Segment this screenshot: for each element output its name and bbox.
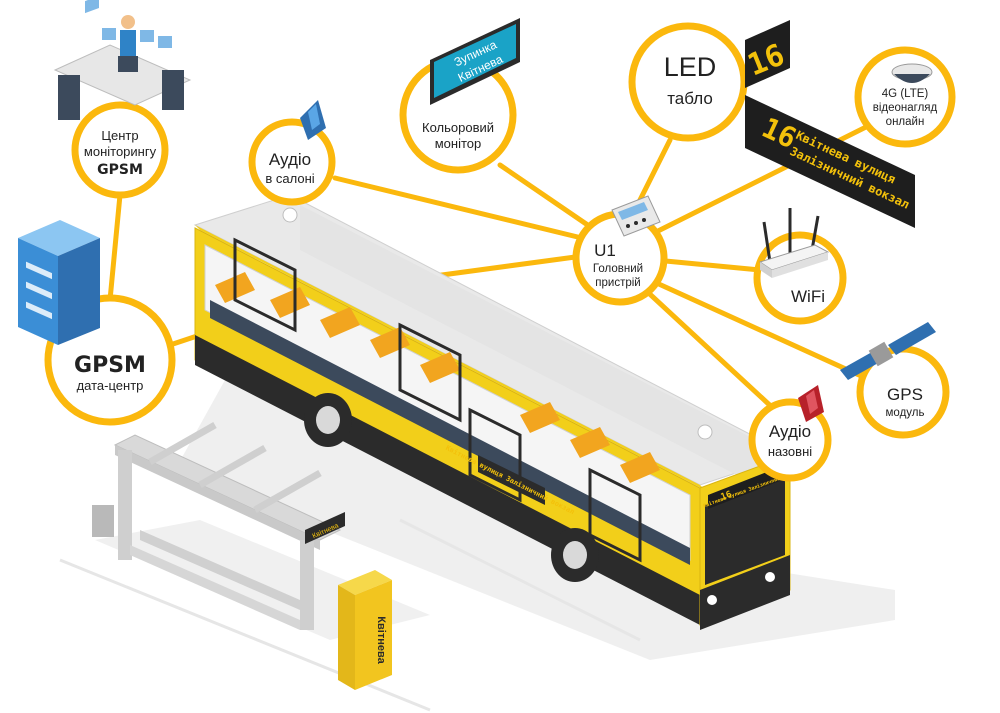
hub-main-device[interactable]: U1 Головний пристрій xyxy=(572,195,668,306)
node-monitoring-center[interactable]: Центр моніторингу GPSM xyxy=(53,0,192,199)
gps-label-line1: GPS xyxy=(887,385,923,404)
wifi-label: WiFi xyxy=(791,287,825,306)
datacenter-brand: GPSM xyxy=(74,353,146,378)
bus-front-sign xyxy=(708,466,782,509)
link-gps-hub xyxy=(647,277,873,383)
monitoring-label-line2: моніторингу xyxy=(84,144,157,159)
node-audio-out[interactable]: Аудіо назовні xyxy=(748,385,832,482)
server-rack-icon xyxy=(18,220,100,345)
bus: Квітнева вулиця Залізничний вокзал 16 Кв… xyxy=(193,194,801,630)
satellite-icon xyxy=(840,322,936,380)
hub-subtitle-line1: Головний xyxy=(593,263,643,275)
control-unit-icon xyxy=(611,195,661,237)
video-label-line3: онлайн xyxy=(886,116,925,128)
audio-out-label-line2: назовні xyxy=(768,444,812,459)
audio-in-label-line2: в салоні xyxy=(265,171,314,186)
link-video-hub xyxy=(647,117,883,238)
node-data-center[interactable]: GPSM дата-центр xyxy=(18,220,176,426)
connector-lines xyxy=(107,117,883,413)
link-audio-out-hub xyxy=(637,282,778,413)
datacenter-label: дата-центр xyxy=(77,378,144,393)
bus-side-sign xyxy=(478,455,545,505)
audio-in-label-line1: Аудіо xyxy=(269,150,311,169)
speaker-icon xyxy=(798,385,824,422)
stop-post: Квітнева xyxy=(338,570,392,690)
bus-wheels xyxy=(304,393,599,582)
led-label-line1: LED xyxy=(664,52,717,82)
bus-front-route: 16 xyxy=(720,490,734,503)
node-gps[interactable]: GPS модуль xyxy=(840,322,950,439)
monitor-label-line2: монітор xyxy=(435,136,482,151)
monitoring-label-line1: Центр xyxy=(101,128,138,143)
monitoring-brand: GPSM xyxy=(97,162,143,178)
wifi-router-icon xyxy=(758,208,830,278)
speaker-icon xyxy=(300,100,326,140)
hub-subtitle-line2: пристрій xyxy=(595,277,640,289)
link-wifi-hub xyxy=(652,257,763,273)
node-color-monitor[interactable]: Зупинка Квітнева Кольоровий монітор xyxy=(399,18,520,174)
node-led-sign[interactable]: LED табло xyxy=(628,22,748,142)
stop-post-text: Квітнева xyxy=(375,616,387,664)
node-wifi[interactable]: WiFi xyxy=(753,208,847,325)
bus-windows xyxy=(233,237,642,563)
hub-title: U1 xyxy=(594,241,616,260)
link-monitor-hub xyxy=(497,162,598,233)
node-video-surveillance[interactable]: 4G (LTE) відеонагляд онлайн xyxy=(854,46,956,148)
led-label-line2: табло xyxy=(667,89,713,108)
gps-label-line2: модуль xyxy=(886,407,925,419)
video-label-line1: 4G (LTE) xyxy=(882,88,929,100)
link-audio-hub xyxy=(332,175,593,243)
operator-workstation-icon xyxy=(53,0,192,120)
dome-camera-icon xyxy=(891,63,933,83)
node-audio-in[interactable]: Аудіо в салоні xyxy=(248,100,336,206)
bus-stop-shelter xyxy=(92,421,342,630)
video-label-line2: відеонагляд xyxy=(873,102,938,114)
audio-out-label-line1: Аудіо xyxy=(769,422,811,441)
led-destination-board xyxy=(745,95,915,228)
led-route-board xyxy=(745,20,790,88)
display-monitor-icon: Зупинка Квітнева xyxy=(430,18,520,105)
link-monitoring-datacenter xyxy=(107,192,123,303)
monitor-label-line1: Кольоровий xyxy=(422,120,494,135)
